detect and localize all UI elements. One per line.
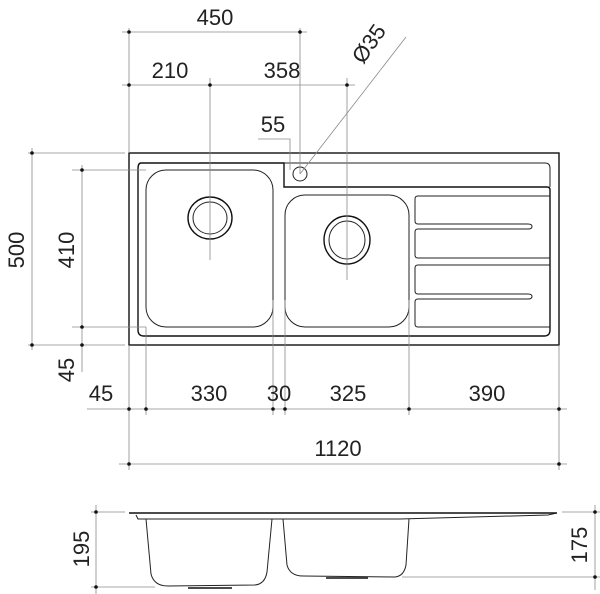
dim-tap-hole-diameter: Ø35 (347, 19, 391, 67)
dim-front-margin: 45 (54, 358, 79, 382)
dim-bowl-depth: 410 (54, 232, 79, 269)
dim-left-waste-offset: 210 (152, 58, 189, 83)
dim-tap-offset: 450 (197, 5, 234, 30)
dim-left-bowl-width: 330 (191, 381, 228, 406)
dim-right-bowl-width: 325 (330, 381, 367, 406)
dim-bowl-gap: 30 (267, 381, 291, 406)
dim-overall-width: 1120 (314, 436, 361, 461)
dim-drainer-width: 390 (469, 381, 506, 406)
dim-left-margin: 45 (89, 381, 113, 406)
dim-right-bowl-height: 175 (567, 527, 592, 564)
plan-view (128, 152, 560, 346)
side-view (129, 512, 558, 589)
drainer-grooves (414, 195, 550, 328)
dimension-lines (28, 28, 600, 594)
dim-right-waste-offset: 358 (264, 58, 301, 83)
dimension-labels: 450 210 358 55 Ø35 500 410 45 45 330 30 … (4, 5, 592, 567)
left-bowl (145, 169, 274, 328)
dim-overall-depth: 500 (4, 232, 29, 269)
dim-tap-ledge: 55 (261, 112, 285, 137)
sink-outline (128, 152, 560, 346)
dim-left-bowl-height: 195 (69, 531, 94, 568)
inner-rim (137, 162, 551, 337)
tap-ledge (284, 162, 551, 187)
